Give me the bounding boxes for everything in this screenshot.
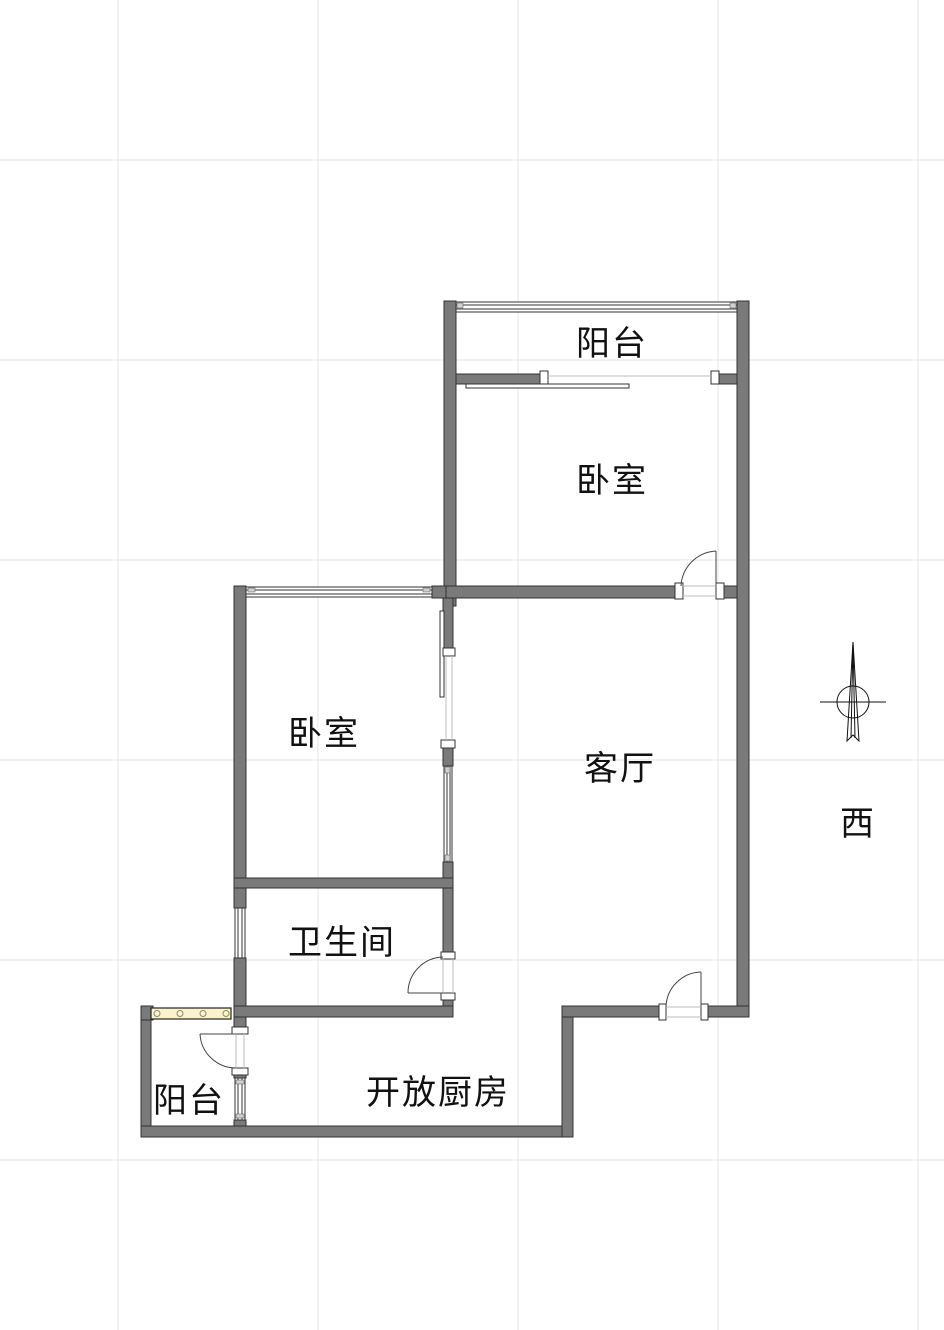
window-bedroom-north [245,586,433,598]
wall-segment [431,585,447,599]
window-north-balcony [455,301,738,313]
sliding-door-balcony [465,370,720,389]
wall-living-south [561,1005,661,1018]
wall-south-balcony-west [140,1005,152,1138]
wall-bedroom-bath [233,877,454,889]
room-label-open-kitchen: 开放厨房 [366,1073,510,1113]
wall-balcony-partition-left [455,373,543,385]
wall-bath-east [442,887,454,955]
room-label-bedroom-master: 卧室 [576,461,648,501]
room-label-bathroom: 卫生间 [288,923,396,963]
wall-living-south-right [706,1005,750,1018]
wall-master-south [443,585,679,599]
wall-balcony-partition-right [716,373,738,385]
window-bedroom-living [443,765,453,863]
windows [234,301,738,1121]
door-bathroom [407,951,456,1001]
utility-rail [150,1007,232,1020]
door-entrance [658,971,709,1021]
wall-east [736,300,750,1018]
wall-south [140,1125,574,1138]
door-south-balcony [199,1026,249,1076]
wall-bath-south [233,1005,454,1018]
room-label-bedroom-second: 卧室 [288,714,360,754]
wall-kitchen-step [561,1005,574,1138]
room-label-balcony-south: 阳台 [153,1081,225,1121]
window-south-balcony [234,1077,246,1121]
wall-west-master [443,300,457,607]
room-label-balcony-north: 阳台 [576,324,648,364]
wall-west-bedroom [233,585,247,909]
walls [140,300,750,1138]
window-bathroom-west [234,907,246,959]
compass-direction-label: 西 [840,804,876,844]
sliding-door-bedroom-living [439,610,456,749]
compass-icon [820,641,886,743]
door-master-bedroom [674,550,725,600]
room-label-living-room: 客厅 [584,749,656,789]
